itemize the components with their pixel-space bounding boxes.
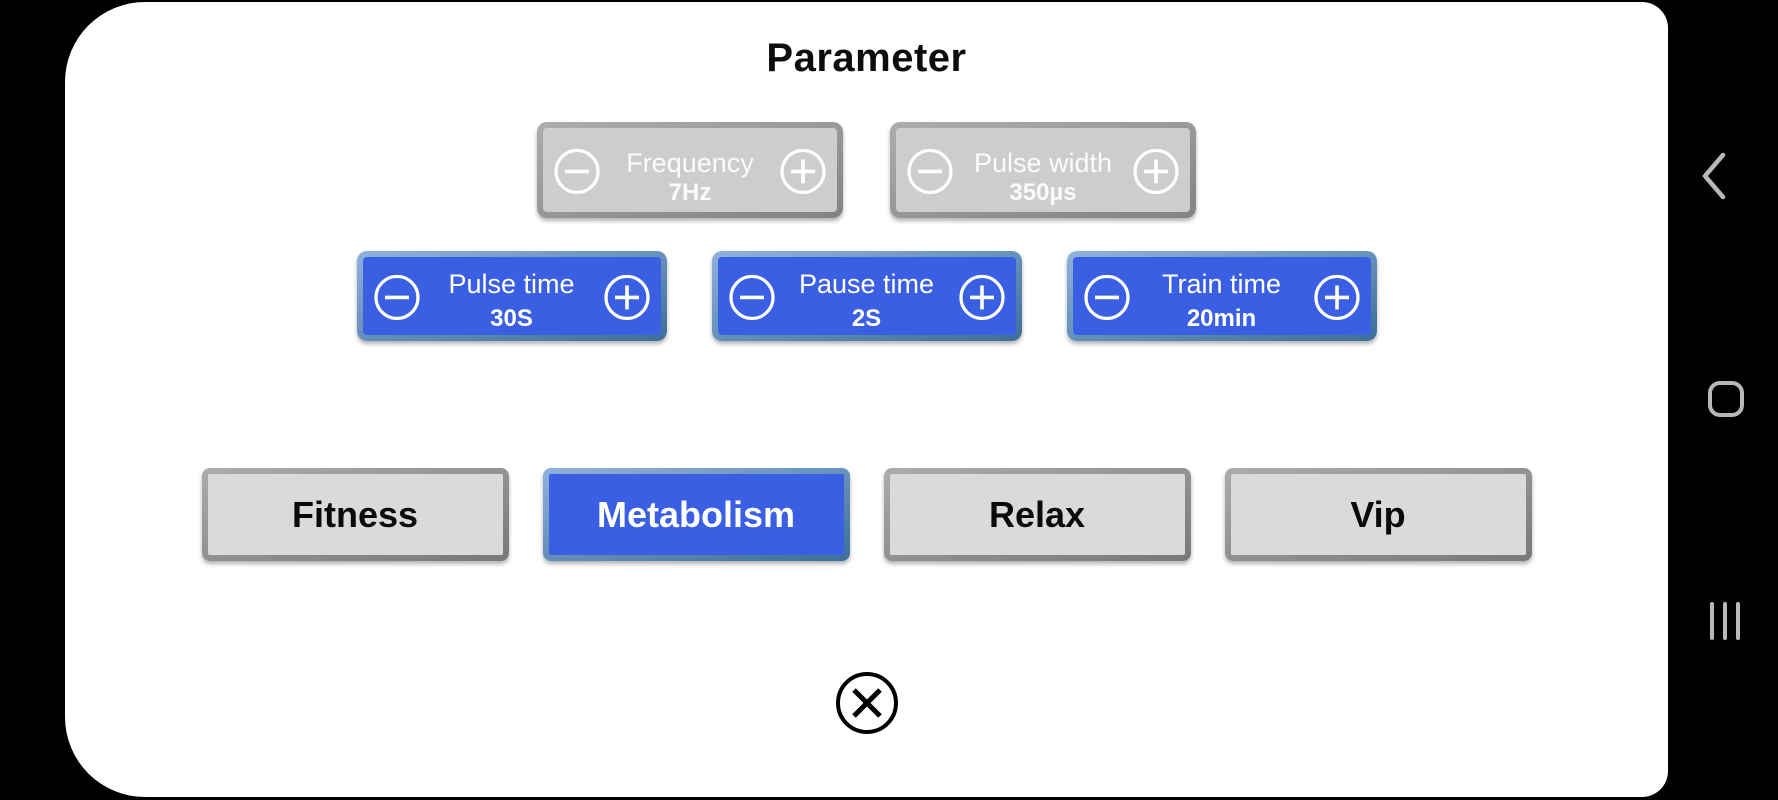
minus-icon[interactable] bbox=[373, 273, 421, 321]
param-value: 2S bbox=[851, 305, 882, 332]
minus-icon bbox=[906, 147, 954, 195]
recent-apps-icon[interactable] bbox=[1710, 602, 1740, 640]
minus-icon bbox=[553, 147, 601, 195]
mode-button-metabolism[interactable]: Metabolism bbox=[543, 468, 850, 561]
param-label: Pulse time bbox=[448, 269, 575, 299]
param-label: Frequency bbox=[626, 148, 754, 178]
mode-button-fitness[interactable]: Fitness bbox=[202, 468, 509, 561]
param-row-disabled: Frequency 7Hz Pulse width 350µs bbox=[65, 122, 1668, 218]
minus-icon[interactable] bbox=[1083, 273, 1131, 321]
param-value: 7Hz bbox=[668, 179, 712, 206]
param-value: 30S bbox=[490, 305, 533, 332]
close-x-circle-icon[interactable] bbox=[832, 668, 902, 738]
param-label: Train time bbox=[1161, 269, 1282, 299]
param-train-time: Train time 20min bbox=[1067, 251, 1377, 341]
param-label: Pulse width bbox=[973, 148, 1113, 178]
param-frequency: Frequency 7Hz bbox=[537, 122, 843, 218]
param-pulse-time: Pulse time 30S bbox=[357, 251, 667, 341]
plus-icon bbox=[1132, 147, 1180, 195]
mode-row: Fitness Metabolism Relax Vip bbox=[65, 468, 1668, 561]
back-chevron-icon[interactable] bbox=[1701, 151, 1727, 206]
param-value: 350µs bbox=[1009, 179, 1077, 206]
param-pause-time: Pause time 2S bbox=[712, 251, 1022, 341]
param-label: Pause time bbox=[798, 269, 935, 299]
android-nav-bar bbox=[1668, 0, 1778, 800]
mode-button-vip[interactable]: Vip bbox=[1225, 468, 1532, 561]
plus-icon bbox=[779, 147, 827, 195]
parameter-panel: Parameter Frequency 7Hz Pulse width bbox=[65, 2, 1668, 797]
home-outline-icon[interactable] bbox=[1708, 381, 1744, 417]
minus-icon[interactable] bbox=[728, 273, 776, 321]
plus-icon[interactable] bbox=[1313, 273, 1361, 321]
param-value: 20min bbox=[1186, 305, 1257, 332]
mode-button-relax[interactable]: Relax bbox=[884, 468, 1191, 561]
plus-icon[interactable] bbox=[603, 273, 651, 321]
plus-icon[interactable] bbox=[958, 273, 1006, 321]
param-row-active: Pulse time 30S Pause time 2S bbox=[65, 251, 1668, 341]
param-pulse-width: Pulse width 350µs bbox=[890, 122, 1196, 218]
page-title: Parameter bbox=[766, 36, 967, 80]
